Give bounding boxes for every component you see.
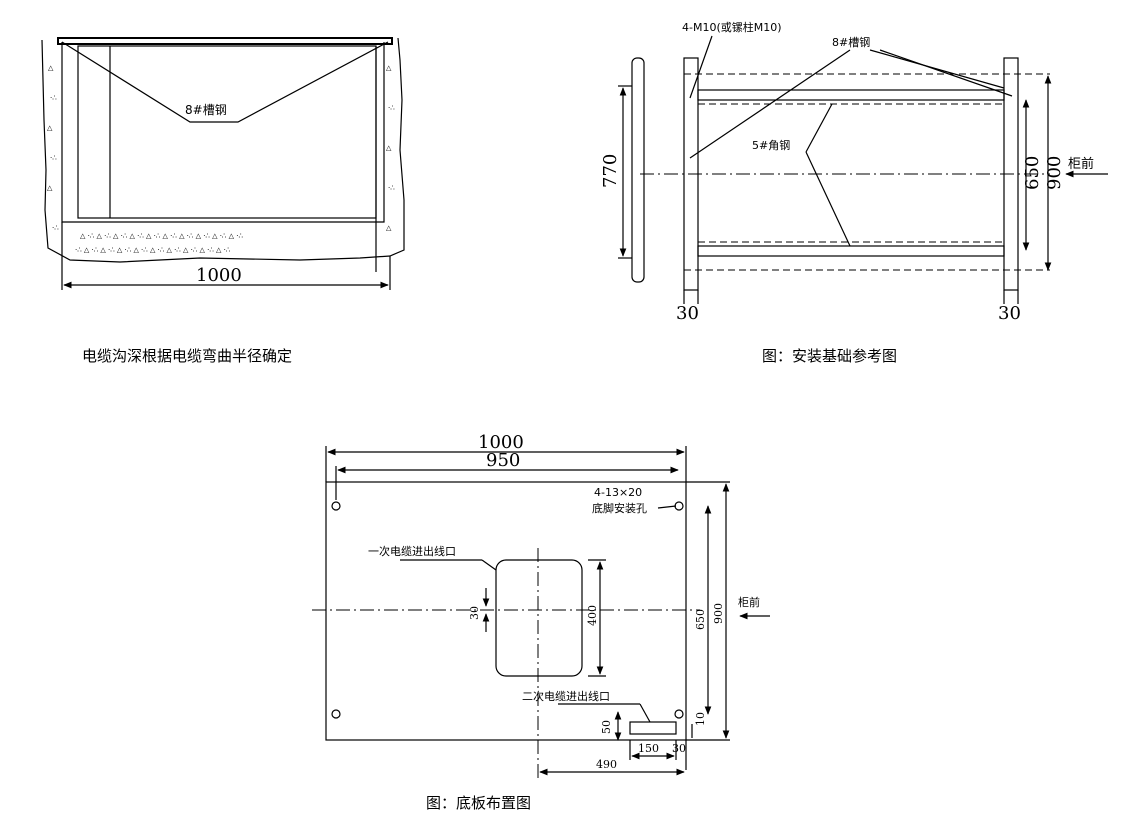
- baseplate-900-dim: 900: [712, 603, 725, 624]
- baseplate-secondary-leader: [639, 703, 651, 723]
- foundation-angle-leader-b: [805, 151, 851, 247]
- baseplate-30-bottom-dim: 30: [672, 742, 686, 755]
- baseplate-diagram: 1000 950 4-13×20 底脚安装孔 一次电缆进出线口 30 400 二…: [312, 432, 770, 812]
- foundation-channel-leader-c: [879, 49, 1013, 97]
- svg-text:·∴: ·∴: [388, 104, 395, 112]
- svg-text:△ ·∴ △ ·∴ △ ·∴ △ ·∴ △ ·∴ △ ·∴: △ ·∴ △ ·∴ △ ·∴ △ ·∴ △ ·∴ △ ·∴ △ ·∴ △ ·∴ …: [80, 232, 243, 240]
- baseplate-400-dim: 400: [586, 605, 599, 626]
- foundation-bottom-channel: [697, 245, 1005, 257]
- baseplate-holes-leader: [657, 505, 677, 509]
- baseplate-primary-label: 一次电缆进出线口: [368, 544, 456, 558]
- baseplate-caption: 图：底板布置图: [426, 794, 531, 812]
- baseplate-primary-leader: [481, 559, 497, 571]
- foundation-770-dim: 770: [600, 154, 621, 188]
- baseplate-30-offset: 30: [468, 606, 481, 620]
- foundation-channel-leader-a: [689, 49, 851, 159]
- baseplate-10-dim: 10: [694, 712, 707, 726]
- baseplate-650-dim: 650: [694, 609, 707, 630]
- foundation-left-bar: [631, 57, 645, 283]
- trench-channel-label: 8#槽钢: [185, 103, 227, 117]
- trench-channel-leader: [61, 41, 389, 123]
- svg-text:△: △: [386, 64, 392, 72]
- trench-top-channel: [57, 37, 393, 45]
- trench-width-dim: 1000: [196, 265, 242, 286]
- svg-text:△: △: [48, 64, 54, 72]
- baseplate-holes-label: 4-13×20: [594, 486, 642, 499]
- foundation-diagram: 770 4-M10(或镙柱M10) 8#槽钢 5#角钢 650 900: [600, 20, 1108, 365]
- baseplate-primary-opening: [495, 559, 583, 677]
- foundation-channel-label: 8#槽钢: [832, 36, 870, 49]
- baseplate-50-dim: 50: [600, 720, 613, 734]
- baseplate-hole-top-left: [331, 501, 341, 511]
- baseplate-outline: [325, 481, 687, 741]
- trench-soil-hatch: △ ·∴ △ ·∴ △ ·∴ △ ·∴ △ ·∴ △ △ ·∴ △ ·∴ △ ·∴ △ ·∴ …: [47, 64, 395, 254]
- foundation-top-channel: [697, 89, 1005, 101]
- baseplate-150-dim: 150: [638, 742, 659, 755]
- baseplate-secondary-opening: [629, 721, 677, 735]
- baseplate-holes-label2: 底脚安装孔: [592, 501, 647, 515]
- baseplate-hole-bottom-left: [331, 709, 341, 719]
- foundation-front-label: 柜前: [1068, 156, 1094, 172]
- foundation-900-dim: 900: [1044, 156, 1065, 190]
- foundation-650-dim: 650: [1022, 156, 1043, 190]
- baseplate-1000-dim: 1000: [478, 432, 524, 453]
- svg-text:·∴: ·∴: [52, 224, 59, 232]
- baseplate-950-dim: 950: [486, 450, 520, 471]
- svg-text:△: △: [386, 224, 392, 232]
- baseplate-hole-bottom-right: [674, 709, 684, 719]
- baseplate-490-dim: 490: [596, 758, 617, 771]
- trench-caption: 电缆沟深根据电缆弯曲半径确定: [82, 347, 292, 365]
- foundation-bolt-leader: [689, 35, 713, 99]
- svg-text:△: △: [47, 184, 53, 192]
- foundation-30-right: 30: [998, 303, 1021, 324]
- svg-text:△: △: [386, 144, 392, 152]
- foundation-angle-leader-a: [805, 103, 833, 153]
- trench-soil-boundary: [41, 37, 405, 263]
- svg-text:·∴: ·∴: [50, 154, 57, 162]
- svg-text:·∴: ·∴: [50, 94, 57, 102]
- baseplate-hole-top-right: [674, 501, 684, 511]
- svg-text:△: △: [47, 124, 53, 132]
- baseplate-front-label: 柜前: [738, 595, 760, 609]
- foundation-caption: 图：安装基础参考图: [762, 347, 897, 365]
- foundation-channel-leader-b: [869, 49, 1005, 89]
- cable-trench-diagram: 8#槽钢 △ ·∴ △ ·∴ △ ·∴ △ ·∴ △ ·∴ △ △ ·∴ △ ·∴ △ ·∴ …: [41, 37, 405, 365]
- foundation-30-left: 30: [676, 303, 699, 324]
- baseplate-secondary-label: 二次电缆进出线口: [522, 689, 610, 703]
- svg-text:·∴ △ ·∴ △ ·∴ △ ·∴ △ ·∴ △ ·∴ △: ·∴ △ ·∴ △ ·∴ △ ·∴ △ ·∴ △ ·∴ △ ·∴ △ ·∴ △ …: [75, 246, 231, 254]
- svg-text:·∴: ·∴: [388, 184, 395, 192]
- foundation-angle-label: 5#角钢: [752, 139, 790, 152]
- trench-pit: [61, 42, 385, 223]
- foundation-bolt-label: 4-M10(或镙柱M10): [682, 20, 782, 34]
